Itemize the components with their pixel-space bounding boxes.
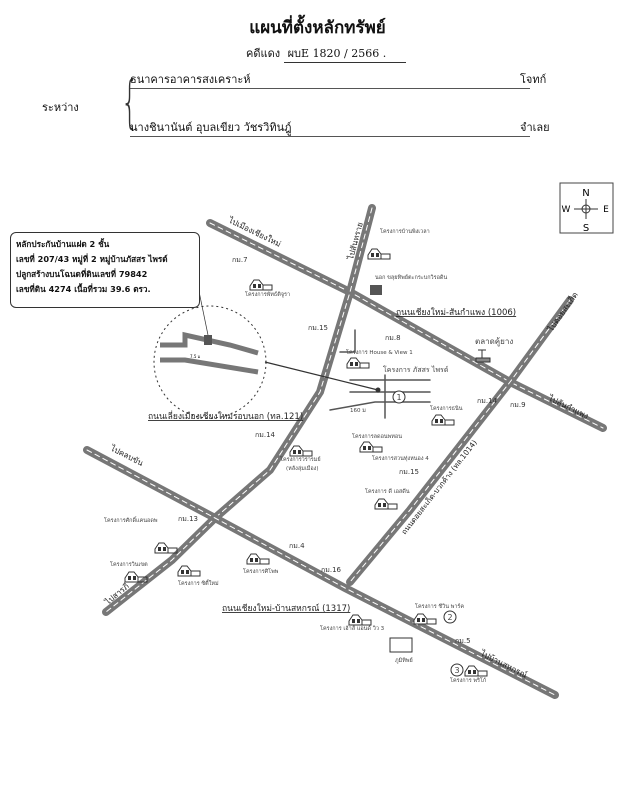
label-project: โครงการ ซิตี้ใหม่: [178, 579, 219, 587]
label-project: โครงการวรารมย์: [280, 455, 321, 463]
site-inset: 7.5 ม: [153, 271, 381, 419]
label-road-1014: ถนนดอยสะเก็ด-บวกค้าง (ทล.1014): [399, 437, 479, 536]
svg-text:W: W: [562, 205, 571, 215]
plaintiff-name: ธนาคารอาคารสงเคราะห์: [130, 70, 530, 89]
label-project: โครงการศิโพพ: [243, 567, 279, 575]
plaintiff-role: โจทก์: [520, 73, 547, 86]
svg-text:กม.7: กม.7: [232, 256, 248, 264]
label-project: โครงการลดอนพทอน: [352, 432, 402, 440]
svg-text:N: N: [582, 188, 589, 199]
marker-1: 1: [396, 393, 401, 402]
label-project: โครงการวินเขต: [110, 560, 148, 568]
svg-text:กม.9: กม.9: [510, 401, 526, 409]
label-market: ตลาดคู้ยาง: [475, 337, 513, 347]
svg-text:E: E: [603, 205, 609, 215]
defendant-role: จำเลย: [520, 121, 550, 134]
label-project: โครงการ ดี เอสดีน: [365, 487, 410, 495]
label-project: โครงการ เฮ้าส์ แอนด์ วิว 3: [320, 624, 385, 632]
page-title: แผนที่ตั้งหลักทรัพย์: [249, 18, 386, 38]
road-1014: [346, 296, 574, 586]
callout-line: เลขที่ 207/43 หมู่ที่ 2 หมู่บ้านภัสสร ไพ…: [16, 254, 168, 264]
callout-line: เลขที่ดิน 4274 เนื้อที่รวม 39.6 ตรว.: [16, 284, 151, 294]
callout-line: ปลูกสร้างบนโฉนดที่ดินเลขที่ 79842: [16, 269, 148, 279]
label-project: โครงการ ชีวิน พาร์ค: [415, 602, 464, 610]
case-number: ผบE 1820 / 2566 .: [283, 44, 407, 63]
callout-line: หลักประกันบ้านแฝด 2 ชั้น: [16, 239, 110, 249]
brace: {: [120, 70, 139, 135]
svg-text:กม.15: กม.15: [399, 468, 419, 476]
label-project: โครงการสวนทุ่งหนอง 4: [372, 454, 429, 462]
road-1317: [83, 446, 559, 699]
market-icon: [475, 349, 491, 363]
label-project: โครงการศักดิ์แคนอดพ: [104, 516, 158, 524]
label-school: นอก ขลุยทิพย์ตะกระบกวิรอดิน: [375, 274, 447, 281]
svg-text:กม.15: กม.15: [308, 324, 328, 332]
collateral-callout: หลักประกันบ้านแฝด 2 ชั้น เลขที่ 207/43 ห…: [10, 232, 200, 308]
label-project: โครงการบ้านพิงเวลา: [380, 227, 430, 235]
svg-text:7.5 ม: 7.5 ม: [190, 354, 201, 359]
case-label: คดีแดง: [246, 47, 281, 60]
roads: [83, 204, 607, 699]
label-road-121: ถนนเลี่ยงเมืองเชียงใหม่รอบนอก (ทล.121): [148, 410, 303, 422]
svg-text:กม.14: กม.14: [255, 431, 276, 439]
svg-text:160 ม: 160 ม: [350, 408, 366, 414]
label-project: โครงการพัทธ์ติจูรา: [245, 290, 290, 298]
label-project: โครงการ พริโก้: [450, 676, 486, 684]
label-road-1006: ถนนเชียงใหม่-สันกำแพง (1006): [396, 307, 516, 318]
marker-2: 2: [447, 613, 452, 622]
km-markers: กม.7 กม.15 กม.8 กม.14 กม.9 กม.14 กม.15 ก…: [178, 256, 526, 645]
svg-text:กม.4: กม.4: [289, 542, 305, 550]
road-121: [102, 204, 376, 616]
between-label: ระหว่าง: [42, 101, 79, 114]
school-icon: [370, 285, 382, 295]
svg-text:กม.8: กม.8: [385, 334, 401, 342]
road-1006: [206, 219, 607, 432]
svg-text:S: S: [583, 223, 589, 234]
defendant-name: นางชินานันต์ อุบลเขียว วัชรวิทินฎู์: [130, 118, 530, 137]
compass-icon: N S W E: [559, 182, 614, 234]
svg-text:กม.14: กม.14: [477, 397, 498, 405]
svg-text:กม.13: กม.13: [178, 515, 198, 523]
svg-text:กม.16: กม.16: [321, 566, 342, 574]
label-project: โครงการธนิน: [430, 404, 463, 412]
temple-icon: [389, 637, 413, 653]
label-to-doisaket: ไปดอยสะเก็ด: [545, 290, 580, 334]
label-temple: ภูมิทิพย์: [395, 657, 413, 664]
marker-3: 3: [454, 666, 459, 675]
case-number-line: คดีแดง ผบE 1820 / 2566 .: [246, 44, 407, 63]
svg-text:กม.5: กม.5: [455, 637, 471, 645]
svg-text:(หลังลุ่มเมือง): (หลังลุ่มเมือง): [286, 465, 318, 472]
label-road-1317: ถนนเชียงใหม่-บ้านสหกรณ์ (1317): [222, 603, 350, 614]
site-house-icon: [204, 335, 212, 345]
label-house-view: โครงการ House & View 1: [346, 348, 413, 356]
label-site-project: โครงการ ภัสสร ไพรด์: [383, 365, 448, 374]
